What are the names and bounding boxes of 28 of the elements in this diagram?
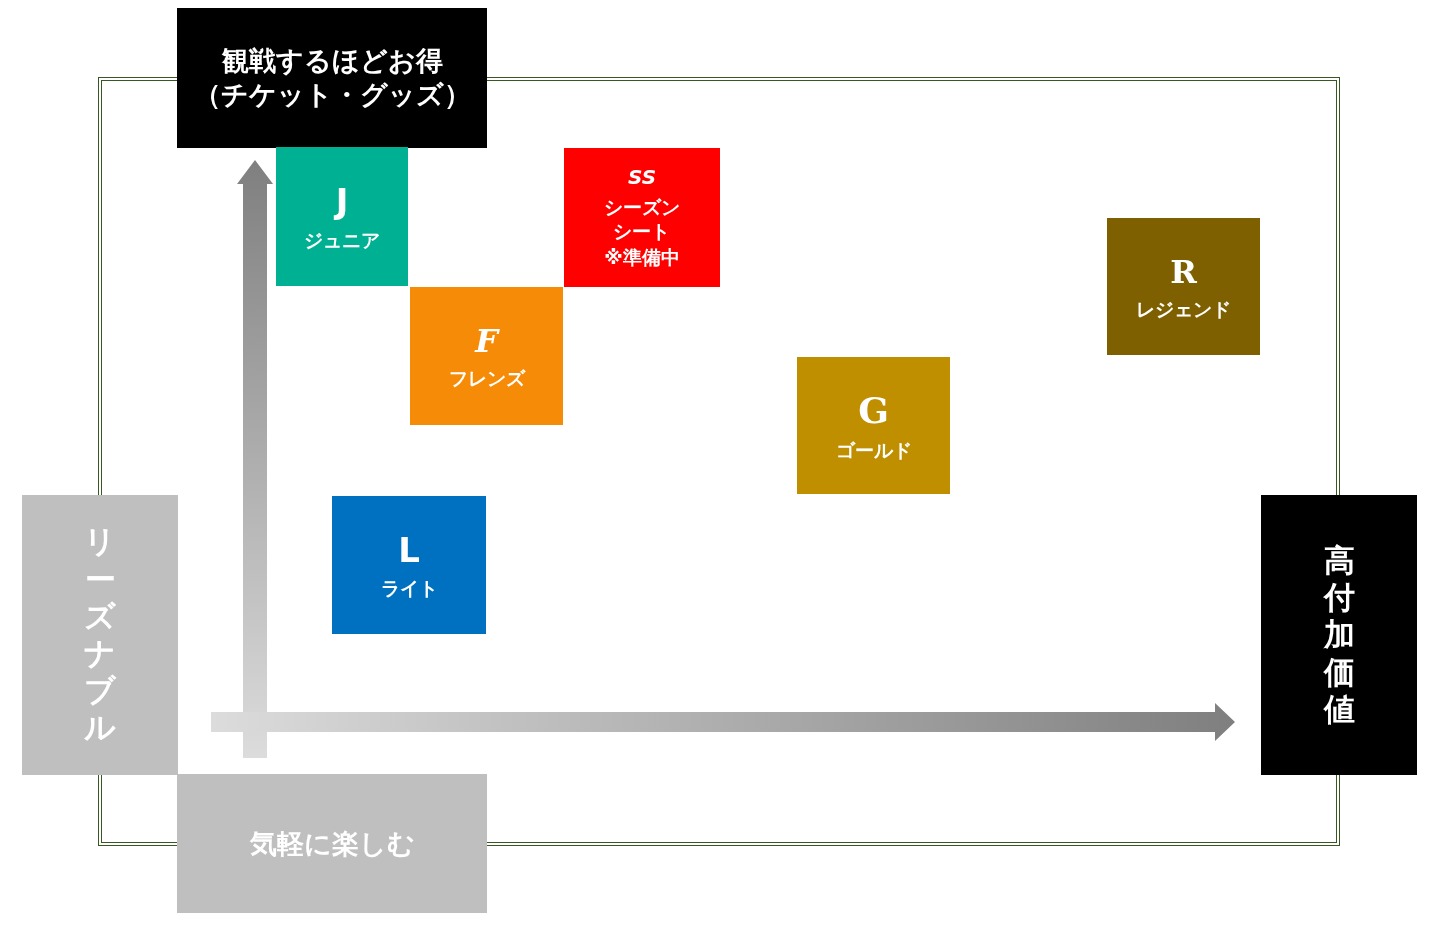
plan-initial: J (335, 180, 349, 223)
plan-name: フレンズ (448, 367, 525, 391)
plan-name: ライト (380, 577, 438, 602)
plan-name: レジェンド (1136, 297, 1231, 322)
axis-label: リーズナブル (83, 523, 117, 747)
axis-sublabel: （チケット・グッズ） (193, 78, 471, 112)
plan-tile (410, 287, 563, 425)
plan-name: ジュニア (304, 228, 380, 253)
plan-name: ゴールド (835, 439, 912, 463)
axis-label: 気軽に楽しむ (249, 826, 415, 861)
axis-label-box (177, 8, 487, 148)
plan-note: ※準備中 (604, 245, 680, 270)
axis-label-box (177, 774, 487, 913)
plan-tile (332, 496, 486, 634)
axis-label-box (22, 495, 178, 775)
plan-tile (1107, 218, 1260, 355)
plan-initial: G (858, 388, 889, 434)
axis-label-box (1261, 495, 1417, 775)
plan-initial: R (1170, 251, 1197, 292)
axis-label: 観戦するほどお得 (221, 44, 443, 78)
plan-initial: L (398, 528, 420, 572)
plan-initial: F (475, 321, 498, 362)
plan-initial: SS (627, 165, 657, 191)
axis-label: 高付加価値 (1322, 542, 1356, 728)
plan-name: シーズンシート (603, 196, 681, 244)
plan-tile (797, 357, 950, 494)
plan-tile (564, 148, 720, 287)
plan-tile (276, 147, 408, 286)
